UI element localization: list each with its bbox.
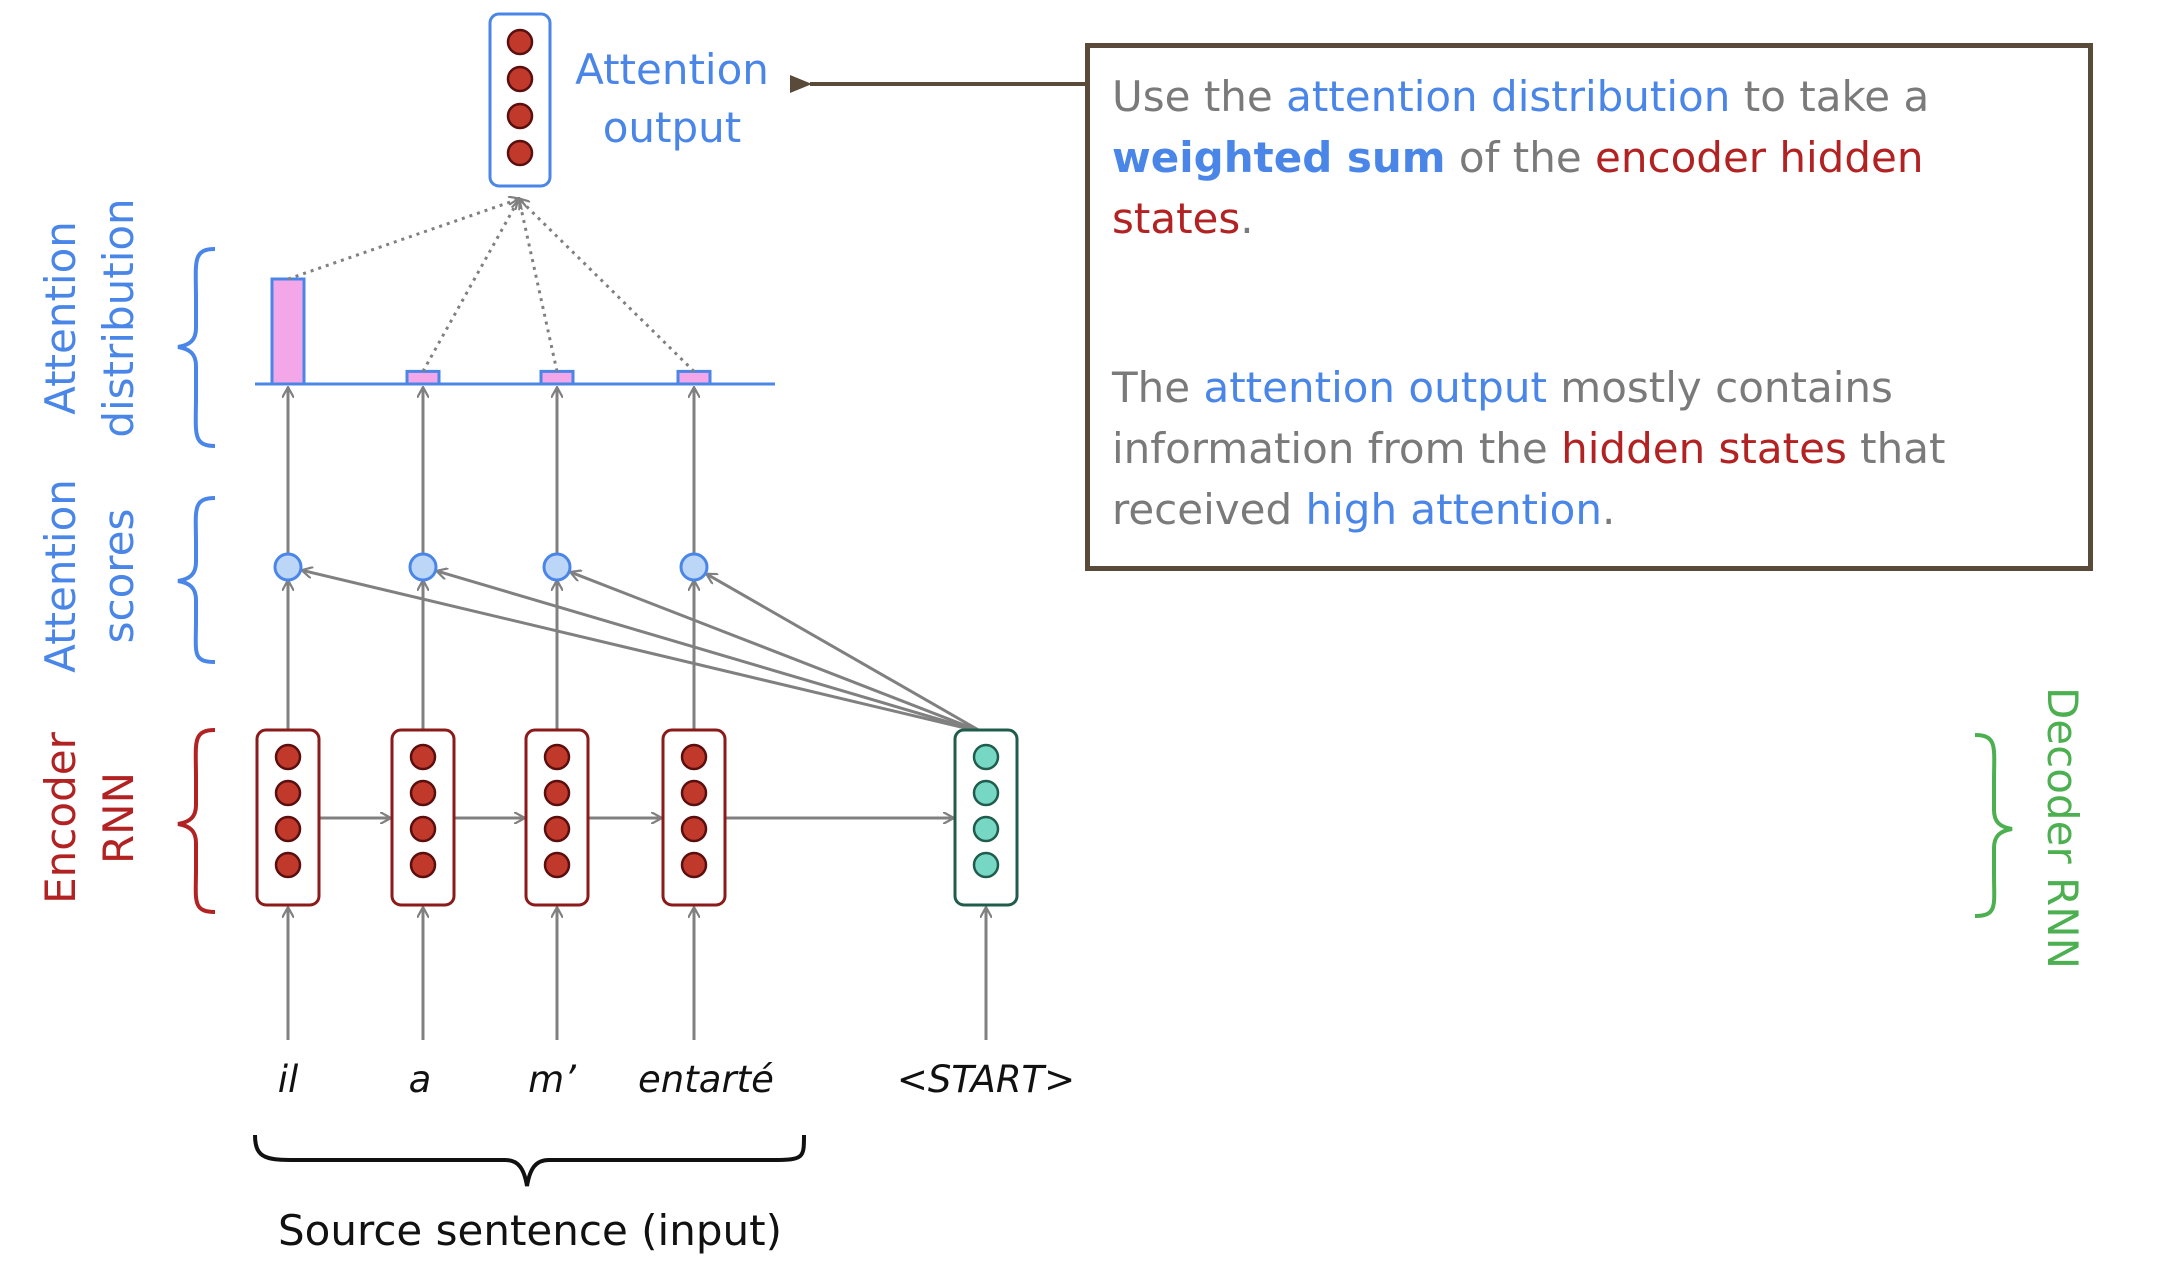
encoder-neuron — [409, 851, 437, 879]
svg-text:Encoder: Encoder — [36, 731, 85, 903]
encoder-neuron — [543, 743, 571, 771]
attention-output-label: Attention output — [575, 45, 769, 152]
encoder-neuron — [409, 779, 437, 807]
attention-scores-label: Attention scores — [36, 479, 143, 673]
weighted-sum-connection — [519, 199, 696, 373]
decoder-to-score-arrow — [707, 574, 983, 734]
attention-score-node — [542, 552, 572, 582]
encoder-neuron — [680, 779, 708, 807]
encoder-neuron — [274, 851, 302, 879]
attention-weight-bar — [405, 369, 441, 386]
encoder-neuron — [543, 851, 571, 879]
attention-output-neuron — [506, 102, 534, 130]
decoder-rnn-brace — [1974, 733, 2013, 918]
decoder-neuron — [972, 815, 1000, 843]
attention-score-node — [679, 552, 709, 582]
attention-output-neuron — [506, 139, 534, 167]
weighted-sum-connection — [519, 199, 559, 372]
decoder-start-token: <START> — [897, 1058, 1075, 1101]
attention-output-vector — [488, 12, 552, 188]
svg-text:Decoder RNN: Decoder RNN — [2038, 687, 2087, 969]
attention-distribution-label: Attention distribution — [36, 198, 143, 437]
explanation-callout: Use the attention distribution to take a… — [1085, 43, 2093, 571]
encoder-neuron — [680, 815, 708, 843]
source-word: m’ — [528, 1058, 577, 1101]
attention-scores-brace — [177, 496, 216, 664]
callout-paragraph-2: The attention output mostly contains inf… — [1112, 363, 1946, 534]
encoder-neuron — [409, 815, 437, 843]
attention-weight-bar — [539, 369, 575, 386]
encoder-neuron — [274, 815, 302, 843]
svg-text:distribution: distribution — [94, 198, 143, 437]
attention-output-neuron — [506, 65, 534, 93]
decoder-to-score-arrow — [303, 570, 983, 734]
svg-text:RNN: RNN — [94, 772, 143, 864]
decoder-neuron — [972, 779, 1000, 807]
attention-weight-bar — [676, 369, 712, 386]
callout-paragraph-1: Use the attention distribution to take a… — [1112, 72, 1930, 243]
decoder-rnn-label: Decoder RNN — [2038, 687, 2087, 969]
encoder-neuron — [274, 779, 302, 807]
attention-score-node — [273, 552, 303, 582]
encoder-neuron — [409, 743, 437, 771]
encoder-rnn-label: Encoder RNN — [36, 731, 143, 903]
attention-weight-bar — [270, 277, 306, 386]
source-sentence-label: Source sentence (input) — [278, 1206, 782, 1255]
svg-text:Attention: Attention — [36, 479, 85, 673]
decoder-to-score-arrow — [437, 571, 983, 734]
source-word: entarté — [638, 1058, 774, 1101]
decoder-to-score-arrow — [571, 572, 983, 734]
decoder-neuron — [972, 851, 1000, 879]
encoder-neuron — [543, 815, 571, 843]
attention-distribution-brace — [177, 247, 216, 448]
source-word: il — [278, 1058, 299, 1101]
source-word: a — [409, 1058, 432, 1101]
encoder-neuron — [274, 743, 302, 771]
encoder-rnn-brace — [177, 728, 216, 914]
decoder-neuron — [972, 743, 1000, 771]
attention-score-node — [408, 552, 438, 582]
attention-output-neuron — [506, 28, 534, 56]
svg-text:output: output — [603, 103, 742, 152]
encoder-neuron — [680, 743, 708, 771]
encoder-neuron — [680, 851, 708, 879]
svg-text:Attention: Attention — [575, 45, 769, 94]
weighted-sum-connection — [421, 199, 519, 373]
weighted-sum-connection — [287, 199, 519, 281]
svg-text:Attention: Attention — [36, 221, 85, 415]
encoder-neuron — [543, 779, 571, 807]
svg-text:scores: scores — [94, 509, 143, 644]
source-sentence-brace — [253, 1134, 806, 1187]
